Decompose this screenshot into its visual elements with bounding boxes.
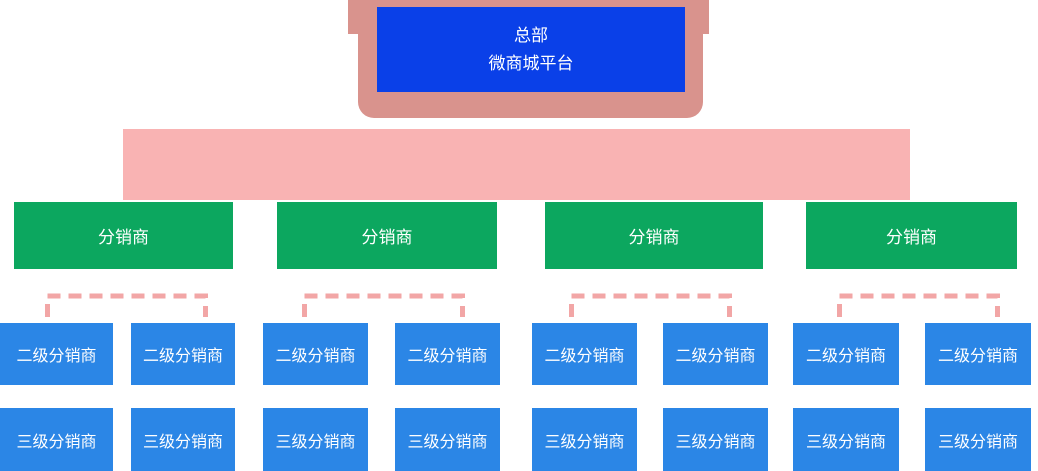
- level3-node-3: 三级分销商: [263, 408, 368, 471]
- dashed-connector-2: [302, 293, 465, 317]
- level3-node-4: 三级分销商: [395, 408, 500, 471]
- level2-node-3: 二级分销商: [263, 323, 368, 385]
- level3-node-5: 三级分销商: [532, 408, 637, 471]
- level2-label: 二级分销商: [937, 348, 1018, 365]
- dashed-connector-4: [837, 293, 1000, 317]
- dashed-connector-3: [569, 293, 732, 317]
- distributor-label: 分销商: [886, 228, 937, 247]
- level3-label: 三级分销商: [16, 433, 97, 451]
- distributor-node-4: 分销商: [806, 202, 1017, 269]
- level3-label: 三级分销商: [805, 433, 886, 451]
- level2-label: 二级分销商: [142, 348, 223, 365]
- level2-label: 二级分销商: [275, 348, 356, 365]
- level2-node-1: 二级分销商: [0, 323, 113, 385]
- level3-label: 三级分销商: [142, 433, 223, 451]
- level2-node-4: 二级分销商: [395, 323, 500, 385]
- distributor-label: 分销商: [628, 228, 680, 247]
- distributor-node-2: 分销商: [277, 202, 497, 269]
- level3-node-2: 三级分销商: [131, 408, 235, 471]
- level3-node-7: 三级分销商: [793, 408, 899, 471]
- level2-node-7: 二级分销商: [793, 323, 899, 385]
- level2-label: 二级分销商: [805, 348, 886, 365]
- level3-label: 三级分销商: [675, 433, 756, 451]
- root-node: 总部 微商城平台: [377, 7, 685, 92]
- level2-label: 二级分销商: [16, 348, 97, 365]
- level3-label: 三级分销商: [937, 433, 1018, 451]
- distributor-label: 分销商: [98, 228, 149, 247]
- distributor-node-1: 分销商: [14, 202, 233, 269]
- level2-label: 二级分销商: [675, 348, 756, 365]
- level3-label: 三级分销商: [275, 433, 356, 451]
- level3-label: 三级分销商: [544, 433, 625, 451]
- level2-node-8: 二级分销商: [925, 323, 1031, 385]
- level2-node-2: 二级分销商: [131, 323, 235, 385]
- root-node-line2: 微商城平台: [488, 53, 574, 73]
- connector-bar: [123, 129, 910, 200]
- level2-label: 二级分销商: [407, 348, 488, 365]
- level3-node-1: 三级分销商: [0, 408, 113, 471]
- distributor-node-3: 分销商: [545, 202, 763, 269]
- distributor-label: 分销商: [361, 228, 413, 247]
- level2-node-5: 二级分销商: [532, 323, 637, 385]
- level2-label: 二级分销商: [544, 348, 625, 365]
- root-node-line1: 总部: [514, 25, 548, 45]
- level2-node-6: 二级分销商: [663, 323, 768, 385]
- dashed-connector-1: [45, 293, 208, 317]
- level3-label: 三级分销商: [407, 433, 488, 451]
- level3-node-6: 三级分销商: [663, 408, 768, 471]
- level3-node-8: 三级分销商: [925, 408, 1031, 471]
